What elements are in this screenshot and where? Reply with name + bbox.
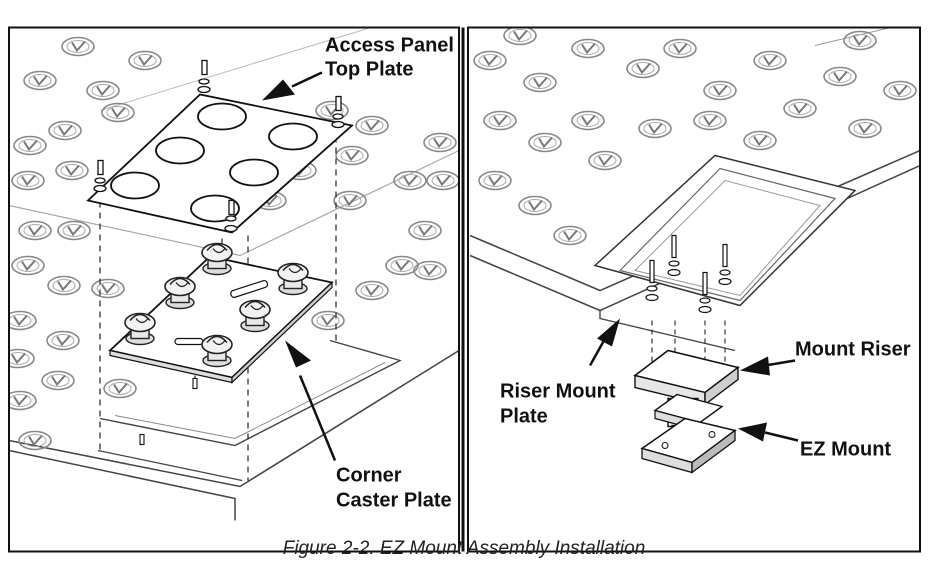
right-panel (469, 27, 920, 474)
corner-caster-callout: Corner Caster Plate (285, 340, 452, 512)
access-panel-top-plate (86, 93, 354, 234)
right-panel-frame (467, 26, 921, 553)
access-panel-label-line2: Top Plate (325, 59, 414, 81)
ez-mount (640, 393, 737, 474)
corner-caster-plate (108, 242, 334, 384)
ez-mount-label: EZ Mount (800, 439, 891, 461)
corner-caster-label-line2: Caster Plate (336, 490, 452, 512)
riser-mount-plate-callout: Riser Mount Plate (500, 318, 620, 428)
access-panel-label-line1: Access Panel (325, 35, 454, 57)
top-plate-bolts (93, 59, 345, 233)
floor-tread-pattern (9, 36, 459, 451)
corner-caster-label-line1: Corner (336, 465, 402, 487)
left-panel (9, 27, 459, 521)
left-panel-frame (8, 26, 460, 553)
access-panel-callout: Access Panel Top Plate (262, 35, 454, 101)
figure-caption: Figure 2-2. EZ Mount Assembly Installati… (282, 538, 646, 559)
mount-riser-callout: Mount Riser (740, 339, 911, 376)
riser-mount-label-line1: Riser Mount (500, 381, 616, 403)
ez-mount-callout: EZ Mount (738, 422, 891, 461)
riser-mount-label-line2: Plate (500, 406, 548, 428)
mount-riser-label: Mount Riser (795, 339, 911, 361)
riser-bolts (645, 234, 732, 314)
